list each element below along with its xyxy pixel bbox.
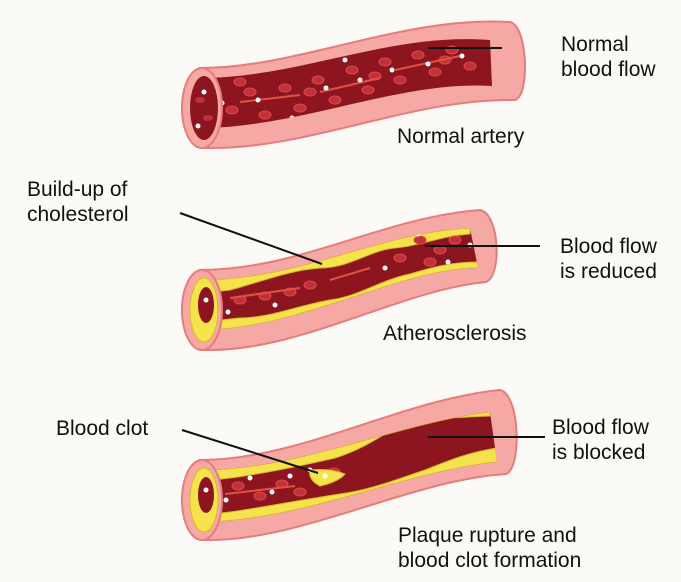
- label-blood-flow-blocked: Blood flow is blocked: [552, 415, 649, 465]
- label-line: Blood flow: [552, 415, 649, 440]
- label-atherosclerosis: Atherosclerosis: [383, 321, 527, 346]
- label-line: Blood flow: [560, 234, 657, 259]
- label-blood-flow-reduced: Blood flow is reduced: [560, 234, 657, 284]
- label-cholesterol-buildup: Build-up of cholesterol: [27, 177, 129, 227]
- leader-cholesterol: [180, 213, 322, 264]
- label-line: Build-up of: [27, 177, 129, 202]
- label-normal-blood-flow: Normal blood flow: [561, 32, 656, 82]
- label-plaque-rupture: Plaque rupture and blood clot formation: [398, 523, 581, 573]
- label-blood-clot: Blood clot: [56, 416, 148, 441]
- label-normal-artery: Normal artery: [397, 124, 524, 149]
- label-line: is reduced: [560, 259, 657, 284]
- label-line: cholesterol: [27, 202, 129, 227]
- plaque-rupture-illustration: [182, 390, 517, 540]
- label-line: Plaque rupture and: [398, 523, 581, 548]
- label-line: is blocked: [552, 440, 649, 465]
- label-line: blood flow: [561, 57, 656, 82]
- label-line: Normal: [561, 32, 656, 57]
- label-line: blood clot formation: [398, 548, 581, 573]
